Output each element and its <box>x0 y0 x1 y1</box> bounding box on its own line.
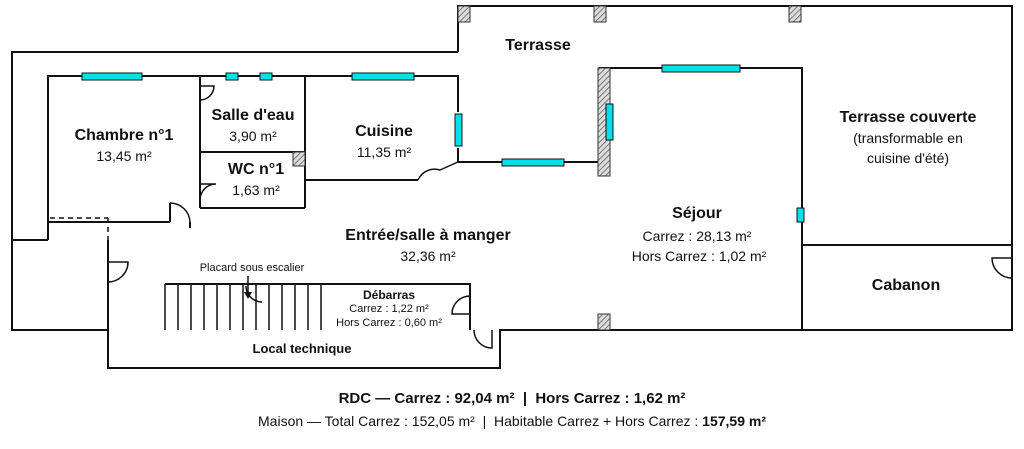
footer-maison-text: Maison — Total Carrez : 152,05 m² | Habi… <box>258 413 703 429</box>
salle-eau-name: Salle d'eau <box>211 107 295 124</box>
wc-area: 1,63 m² <box>232 182 280 198</box>
footer-rdc: RDC — Carrez : 92,04 m² | Hors Carrez : … <box>339 390 686 408</box>
debarras-hors-carrez: Hors Carrez : 0,60 m² <box>336 317 442 329</box>
walls <box>11 5 1013 369</box>
terrasse-couverte-sub1: (transformable en <box>853 130 963 146</box>
footer-rdc-separator: | Hors Carrez : <box>514 390 634 407</box>
footer-rdc-prefix: RDC — Carrez : <box>338 390 455 407</box>
sejour-carrez: Carrez : 28,13 m² <box>642 228 752 244</box>
debarras-name: Débarras <box>362 288 416 302</box>
sejour-name: Séjour <box>672 205 722 222</box>
chambre-name: Chambre n°1 <box>74 127 174 144</box>
debarras-carrez: Carrez : 1,22 m² <box>349 303 429 315</box>
chambre-area: 13,45 m² <box>96 148 152 164</box>
footer-maison: Maison — Total Carrez : 152,05 m² | Habi… <box>258 413 766 430</box>
entree-area: 32,36 m² <box>400 248 456 264</box>
salle-eau-area: 3,90 m² <box>229 128 277 144</box>
footer-rdc-carrez: 92,04 m² <box>454 390 515 407</box>
cuisine-area: 11,35 m² <box>356 144 412 160</box>
staircase <box>164 284 322 330</box>
entree-name: Entrée/salle à manger <box>345 227 511 244</box>
terrasse-name: Terrasse <box>505 37 571 54</box>
cuisine-name: Cuisine <box>355 123 413 140</box>
sejour-hors-carrez: Hors Carrez : 1,02 m² <box>631 248 767 264</box>
doors <box>107 85 1013 349</box>
footer-rdc-hors-carrez: 1,62 m² <box>633 390 686 407</box>
windows <box>81 64 805 223</box>
placard-arrow-head <box>244 292 252 299</box>
terrasse-couverte-name: Terrasse couverte <box>839 109 977 126</box>
placard-label: Placard sous escalier <box>199 262 305 274</box>
footer-maison-total: 157,59 m² <box>702 413 766 429</box>
terrasse-couverte-sub2: cuisine d'été) <box>866 150 950 166</box>
wc-name: WC n°1 <box>227 161 285 178</box>
pillars <box>292 5 802 331</box>
cabanon-name: Cabanon <box>871 277 941 294</box>
local-technique-name: Local technique <box>252 341 352 356</box>
